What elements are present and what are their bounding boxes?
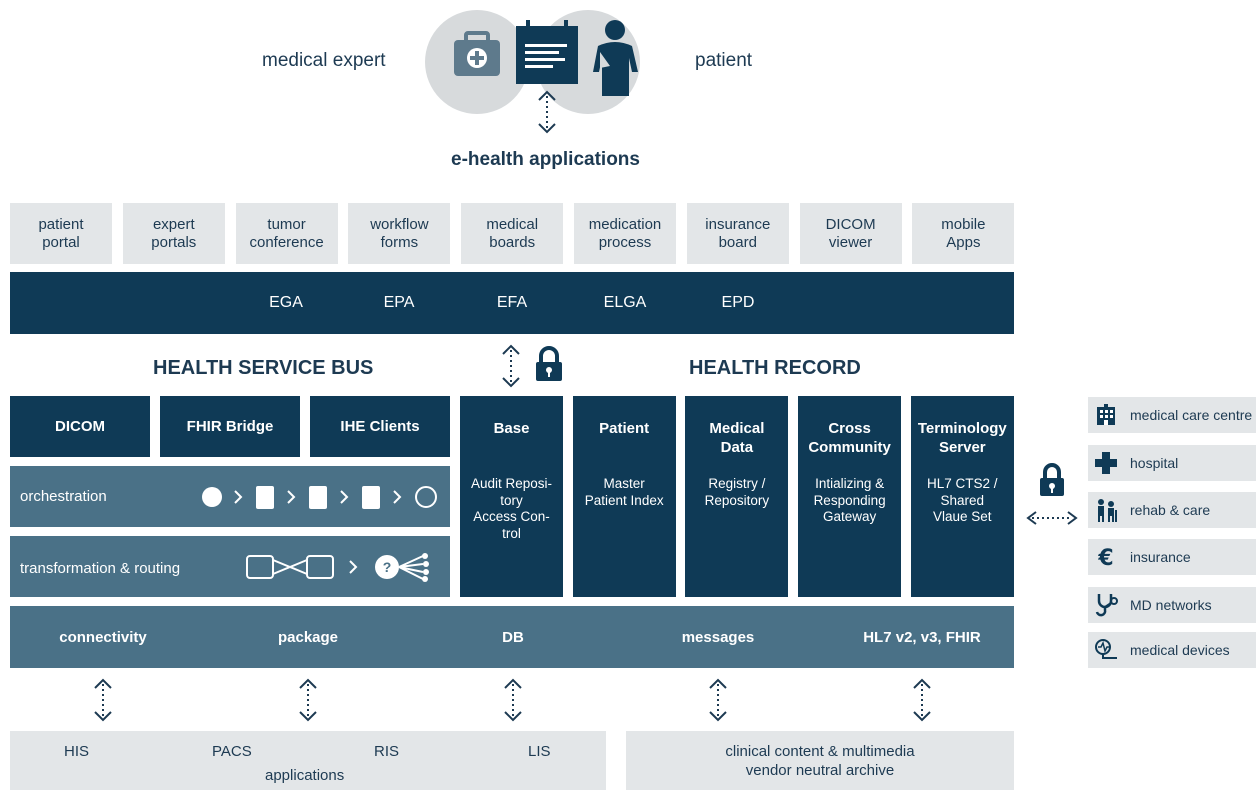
record-column-description: Master Patient Index: [584, 476, 664, 508]
archive-box[interactable]: clinical content & multimedia vendor neu…: [626, 731, 1014, 790]
registry-epd[interactable]: EPD: [721, 294, 755, 311]
secure-link-icon: [502, 344, 562, 388]
sidebar-label: rehab & care: [1130, 502, 1211, 518]
ehealth-apps-title: e-health applications: [451, 149, 640, 170]
bidirectional-arrow-icon: [913, 678, 931, 722]
record-column-description: Intializing & Responding Gateway: [813, 476, 886, 524]
building-icon: [1088, 403, 1124, 427]
app-tile[interactable]: medication process: [574, 203, 676, 264]
svg-text:€: €: [1097, 546, 1113, 569]
record-column-title: Terminology Server: [917, 420, 1007, 456]
health-service-bus-heading: HEALTH SERVICE BUS: [153, 357, 374, 379]
orchestration-label: orchestration: [20, 488, 107, 505]
bar-connectivity[interactable]: connectivity: [59, 628, 147, 646]
sidebar-item-md-networks[interactable]: MD networks: [1088, 587, 1256, 623]
patient-label: patient: [695, 50, 753, 71]
app-tile[interactable]: insurance board: [686, 203, 789, 264]
app-tile[interactable]: patient portal: [10, 203, 112, 264]
bidirectional-arrow-icon: [504, 678, 522, 722]
app-pacs[interactable]: PACS: [212, 743, 252, 760]
orchestration-flow-icon: [202, 486, 437, 509]
bus-module-fhir-bridge[interactable]: FHIR Bridge: [160, 396, 300, 457]
record-column-description: Audit Reposi- tory Access Con- trol: [470, 476, 553, 541]
routing-flow-icon: ?: [246, 553, 429, 582]
svg-text:?: ?: [383, 559, 392, 575]
stethoscope-icon: [1088, 592, 1124, 618]
app-ris[interactable]: RIS: [374, 743, 400, 760]
sidebar-item-medical-care-centre[interactable]: medical care centre: [1088, 397, 1256, 433]
sidebar-label: insurance: [1130, 549, 1191, 565]
cross-icon: [1088, 451, 1124, 475]
sidebar-item-rehab-care[interactable]: rehab & care: [1088, 492, 1256, 528]
applications-label: applications: [265, 767, 345, 784]
record-column-title: Cross Community: [808, 420, 891, 456]
bus-module-ihe-clients[interactable]: IHE Clients: [310, 396, 450, 457]
bidirectional-arrow-icon: [709, 678, 727, 722]
lock-icon: [1040, 463, 1064, 496]
elderly-care-icon: [1088, 497, 1124, 523]
applications-box: HIS PACS RIS LIS applications: [10, 731, 606, 790]
sidebar-label: medical devices: [1130, 642, 1230, 658]
sidebar-item-hospital[interactable]: hospital: [1088, 445, 1256, 481]
transformation-row: transformation & routing ?: [10, 536, 450, 597]
transformation-label: transformation & routing: [20, 560, 181, 577]
medical-device-icon: [1088, 637, 1124, 663]
registry-elga[interactable]: ELGA: [603, 294, 647, 311]
app-tile[interactable]: workflow forms: [348, 203, 451, 264]
record-column-description: HL7 CTS2 / Shared Vlaue Set: [927, 476, 998, 524]
actors-illustration: [425, 10, 640, 114]
external-link-icon: [1026, 463, 1078, 525]
registry-efa[interactable]: EFA: [496, 294, 528, 311]
health-record-heading: HEALTH RECORD: [689, 357, 861, 379]
app-lis[interactable]: LIS: [528, 743, 551, 760]
bar-package[interactable]: package: [277, 628, 339, 646]
record-column-title: Patient: [599, 420, 650, 437]
bus-module-dicom[interactable]: DICOM: [10, 396, 150, 457]
record-column-title: Base: [493, 420, 530, 437]
registry-ega[interactable]: EGA: [269, 294, 303, 311]
medical-case-icon: [454, 31, 500, 76]
app-tile[interactable]: expert portals: [122, 203, 225, 264]
registry-epa[interactable]: EPA: [383, 294, 415, 311]
sidebar-item-medical-devices[interactable]: medical devices: [1088, 632, 1256, 668]
euro-icon: €: [1088, 545, 1124, 569]
app-his[interactable]: HIS: [64, 743, 90, 760]
bar-hl7[interactable]: HL7 v2, v3, FHIR: [863, 628, 981, 646]
ehealth-arrow-icon: [538, 90, 556, 134]
app-tile[interactable]: medical boards: [461, 203, 564, 264]
sidebar-label: hospital: [1130, 455, 1179, 471]
connectivity-bar: connectivity package DB messages HL7 v2,…: [10, 606, 1014, 668]
sidebar-label: medical care centre: [1130, 407, 1253, 423]
record-column-description: Registry / Repository: [704, 476, 770, 508]
document-icon: [516, 20, 578, 84]
record-column-title: Medical Data: [709, 420, 765, 456]
registry-bar: EGA EPA EFA ELGA EPD: [10, 272, 1014, 334]
medical-expert-label: medical expert: [262, 50, 386, 71]
bidirectional-arrow-icon: [94, 678, 112, 722]
bar-db[interactable]: DB: [502, 628, 524, 646]
bar-messages[interactable]: messages: [681, 628, 755, 646]
patient-figure-icon: [593, 20, 638, 96]
lock-icon: [536, 346, 562, 381]
app-tile[interactable]: tumor conference: [235, 203, 338, 264]
sidebar-label: MD networks: [1130, 597, 1212, 613]
sidebar-item-insurance[interactable]: € insurance: [1088, 539, 1256, 575]
app-tile[interactable]: mobile Apps: [912, 203, 1015, 264]
orchestration-row: orchestration: [10, 466, 450, 527]
app-tile[interactable]: DICOM viewer: [799, 203, 902, 264]
bidirectional-arrow-icon: [299, 678, 317, 722]
